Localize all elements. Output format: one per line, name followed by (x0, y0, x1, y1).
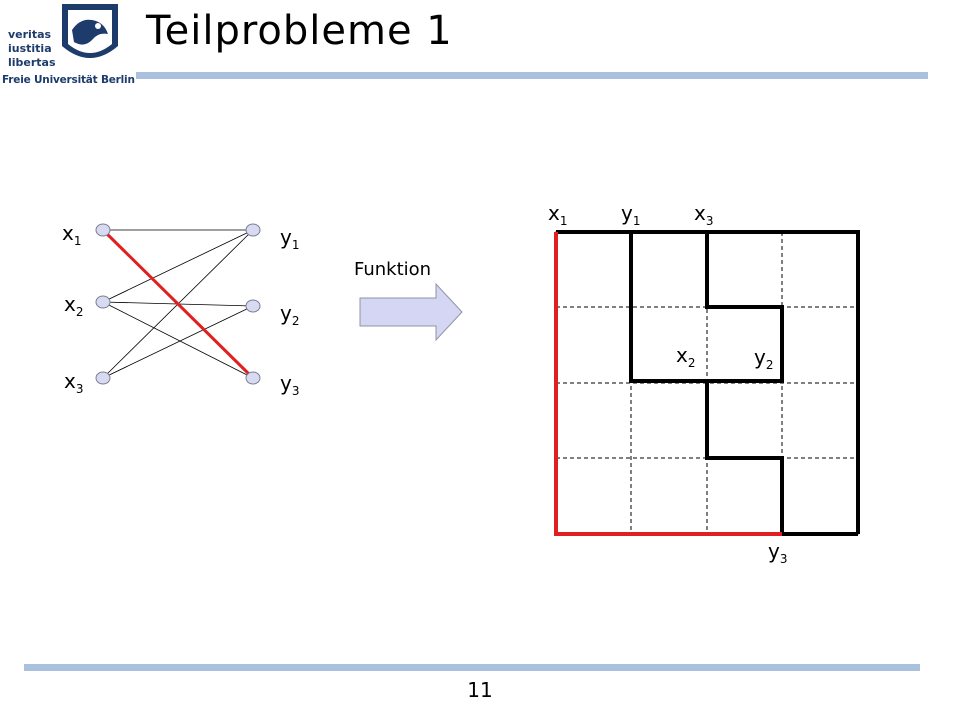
path-outer (556, 230, 860, 534)
right-node-labels: y1 y2 y3 (280, 225, 299, 398)
highlighted-edge (101, 228, 255, 380)
node-x3 (95, 371, 111, 385)
node-x2 (95, 295, 111, 309)
node-y1 (245, 223, 261, 237)
node-label-x2: x2 (64, 292, 83, 319)
university-logo: veritas iustitia libertas Freie Universi… (0, 0, 135, 92)
node-label-y2: y2 (280, 301, 299, 328)
grid-label-y2: y2 (754, 345, 773, 372)
logo-motto-line: veritas (8, 28, 52, 41)
footer-divider (24, 664, 920, 671)
path-x1-y1-x3-x2-y2 (629, 232, 784, 383)
header-divider (136, 72, 928, 79)
node-x1 (95, 223, 111, 237)
page-number: 11 (467, 678, 493, 702)
grid-label-x3: x3 (694, 201, 713, 228)
highlighted-path (554, 232, 782, 536)
graph-nodes (95, 223, 261, 385)
logo-motto-line: libertas (8, 56, 56, 69)
seal-icon (58, 0, 122, 70)
grid-label-y3: y3 (768, 539, 787, 566)
graph-edges (101, 228, 255, 380)
left-node-labels: x1 x2 x3 (62, 221, 83, 396)
graph-edge (102, 301, 254, 379)
graph-edge (102, 229, 254, 303)
node-y3 (245, 371, 261, 385)
path-lower (705, 383, 784, 534)
grid-label-x1: x1 (548, 201, 567, 228)
logo-university-name: Freie Universität Berlin (2, 74, 135, 86)
slide-title: Teilprobleme 1 (146, 8, 453, 54)
node-label-x1: x1 (62, 221, 81, 248)
graph-edge (102, 305, 254, 379)
logo-motto: veritas iustitia libertas (8, 28, 56, 70)
arrow-label: Funktion (354, 259, 431, 280)
node-label-y3: y3 (280, 371, 299, 398)
logo-motto-line: iustitia (8, 42, 52, 55)
grid-label-x2: x2 (676, 343, 695, 370)
right-arrow-icon (359, 282, 463, 342)
grid-label-y1: y1 (621, 201, 640, 228)
node-label-y1: y1 (280, 225, 299, 252)
node-label-x3: x3 (64, 369, 83, 396)
node-y2 (245, 299, 261, 313)
